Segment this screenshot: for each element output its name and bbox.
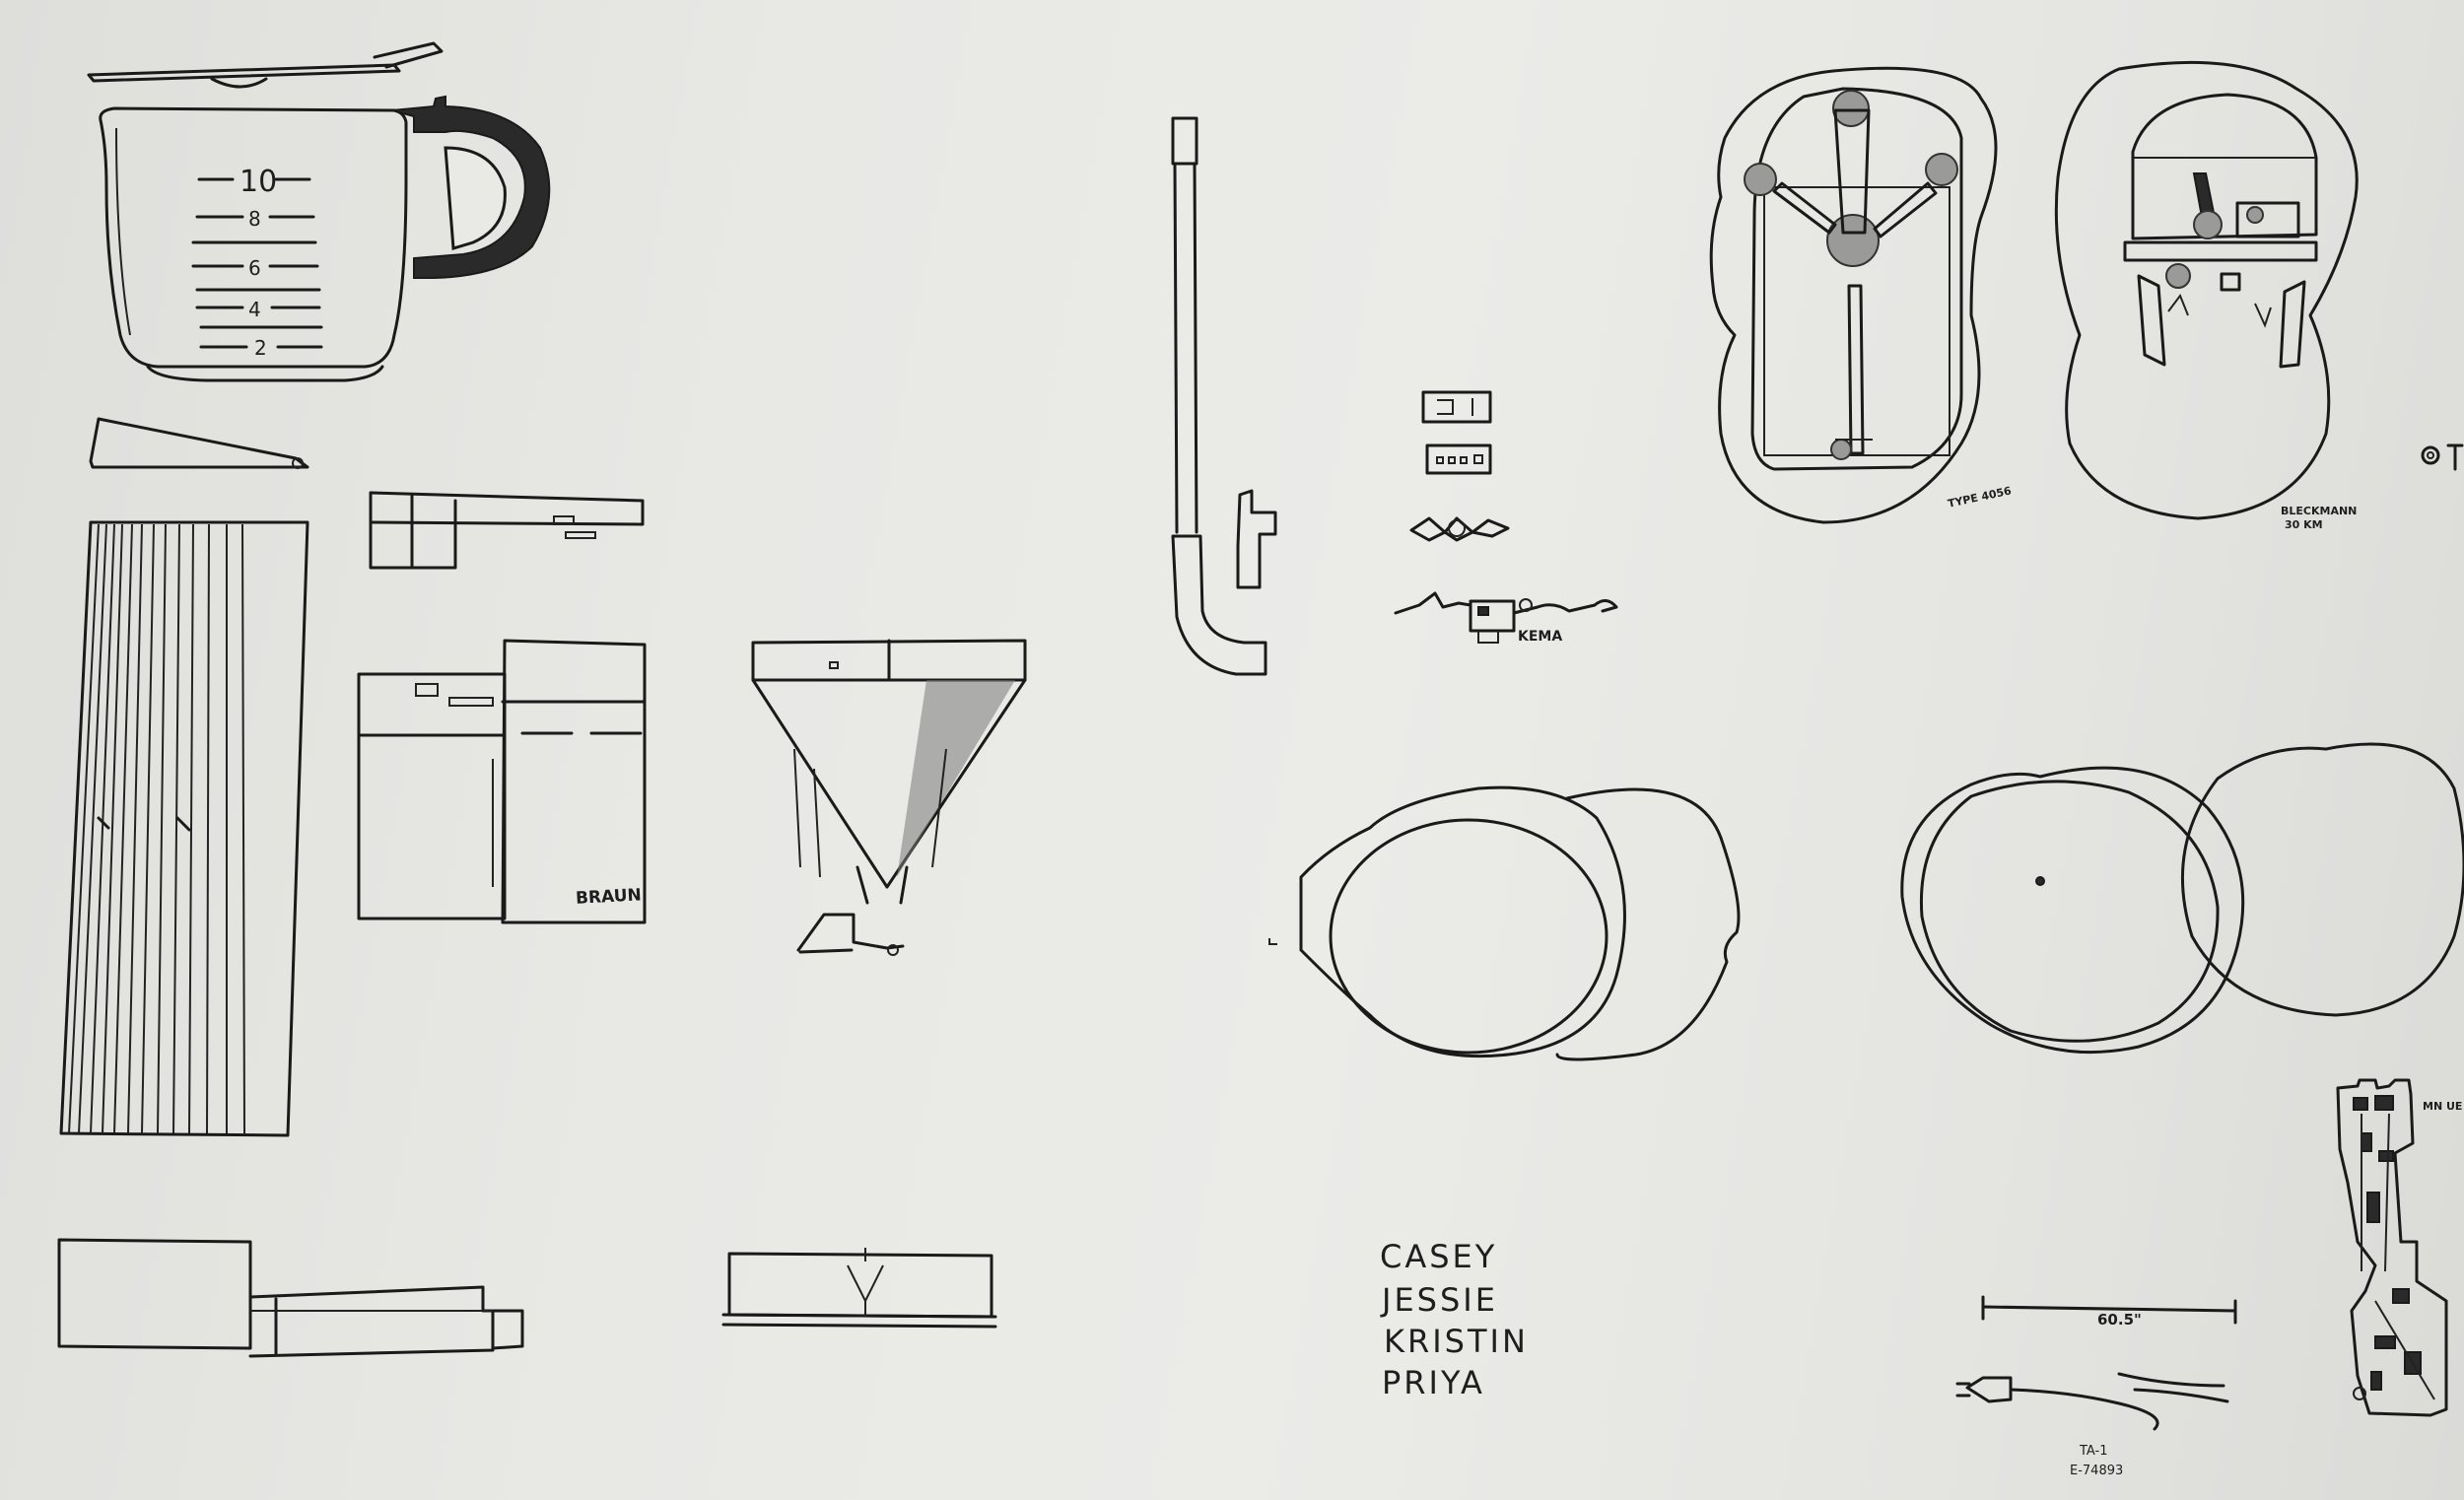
wedge-part [89, 417, 309, 469]
screw-part [2421, 443, 2464, 471]
cord-code-1: TA-1 [2079, 1444, 2108, 1459]
ring-and-cover [1268, 785, 1741, 1061]
name-item: JESSIE [1380, 1281, 1498, 1319]
cord-code-2: E-74893 [2070, 1464, 2123, 1478]
water-tank [59, 520, 309, 1137]
names-list: CASEY JESSIE KRISTIN PRIYA [1380, 1238, 1529, 1401]
plate-right-code-label: 30 KM [2285, 518, 2323, 531]
drip-tray [721, 1248, 997, 1329]
carafe-mark-2: 2 [254, 336, 267, 360]
cord-length-label: 60.5" [2097, 1311, 2142, 1329]
cover-ring-right [1900, 742, 2464, 1055]
circuit-board: MN UE [2336, 1078, 2462, 1417]
carafe-lid [87, 41, 444, 89]
glass-carafe: 10 8 6 4 2 [99, 95, 551, 382]
name-item: KRISTIN [1384, 1323, 1529, 1360]
carafe-mark-10: 10 [240, 165, 277, 199]
bracket-part [369, 491, 645, 570]
name-item: PRIYA [1382, 1364, 1485, 1401]
carafe-mark-4: 4 [248, 298, 261, 321]
name-item: CASEY [1380, 1238, 1497, 1275]
filter-basket [751, 639, 1027, 905]
housing-body: BRAUN [357, 639, 647, 924]
kema-label: KEMA [1518, 629, 1562, 645]
thermostat-switch: KEMA [1394, 591, 1618, 645]
base-piece [57, 1238, 524, 1358]
heating-plate-right: BLECKMANN 30 KM [2054, 60, 2359, 531]
switch-parts [1409, 390, 1510, 542]
braun-logo: BRAUN [576, 885, 643, 908]
heating-plate-left: TYPE 4056 [1709, 66, 2013, 524]
board-code-label: MN UE [2423, 1100, 2462, 1113]
carafe-mark-8: 8 [248, 207, 261, 231]
plate-left-type-label: TYPE 4056 [1947, 484, 2013, 510]
plate-right-maker-label: BLECKMANN [2281, 505, 2357, 517]
water-tube [1171, 116, 1277, 676]
filter-clip [796, 913, 905, 956]
carafe-mark-6: 6 [248, 256, 261, 280]
power-cord: 60.5" TA-1 E-74893 [1955, 1295, 2237, 1478]
